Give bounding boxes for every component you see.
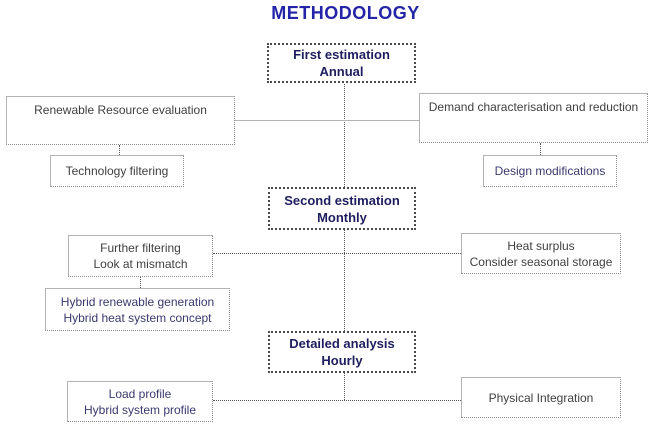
stage-line: Hourly [321, 353, 363, 368]
box-heat-surplus: Heat surplus Consider seasonal storage [461, 233, 621, 274]
box-line: Design modifications [494, 164, 606, 178]
connector-further-to-hybrid [140, 277, 141, 288]
stage-second-estimation: Second estimation Monthly [268, 187, 416, 230]
connector-renewable-to-technology [119, 145, 120, 155]
connector-further-to-heat [213, 253, 461, 254]
box-line: Hybrid heat system concept [63, 310, 212, 325]
box-line: Further filtering [100, 241, 181, 255]
box-line: Demand characterisation and reduction [428, 100, 639, 114]
box-technology-filtering: Technology filtering [50, 155, 184, 187]
connector-load-to-physical [213, 400, 461, 401]
box-line: Look at mismatch [93, 257, 188, 271]
stage-line: First estimation [293, 47, 390, 62]
connector-renewable-to-demand [235, 120, 419, 121]
box-line: Hybrid system profile [83, 402, 197, 417]
box-line: Hybrid renewable generation [60, 294, 215, 309]
box-line: Physical Integration [488, 390, 594, 405]
box-load-profile: Load profile Hybrid system profile [67, 381, 213, 422]
connector-second-to-detailed [344, 228, 345, 331]
box-physical-integration: Physical Integration [461, 377, 621, 418]
connector-detailed-down [344, 371, 345, 400]
stage-first-estimation: First estimation Annual [267, 43, 416, 83]
stage-line: Detailed analysis [289, 336, 395, 351]
stage-detailed-analysis: Detailed analysis Hourly [268, 331, 416, 373]
box-line: Consider seasonal storage [469, 254, 613, 269]
box-line: Load profile [108, 386, 172, 401]
box-renewable-resource-evaluation: Renewable Resource evaluation [6, 96, 235, 145]
stage-line: Annual [319, 64, 364, 79]
box-hybrid-renewable-generation: Hybrid renewable generation Hybrid heat … [45, 288, 230, 331]
box-design-modifications: Design modifications [483, 155, 617, 187]
connector-first-to-second [344, 81, 345, 187]
stage-line: Second estimation [284, 192, 400, 208]
page-title: METHODOLOGY [271, 3, 420, 23]
connector-demand-to-design [540, 143, 541, 155]
box-line: Heat surplus [507, 238, 575, 253]
box-demand-characterisation: Demand characterisation and reduction [419, 93, 648, 143]
box-further-filtering: Further filtering Look at mismatch [68, 235, 213, 277]
box-line: Technology filtering [65, 164, 169, 178]
box-line: Renewable Resource evaluation [34, 103, 207, 117]
stage-line: Monthly [317, 209, 367, 225]
